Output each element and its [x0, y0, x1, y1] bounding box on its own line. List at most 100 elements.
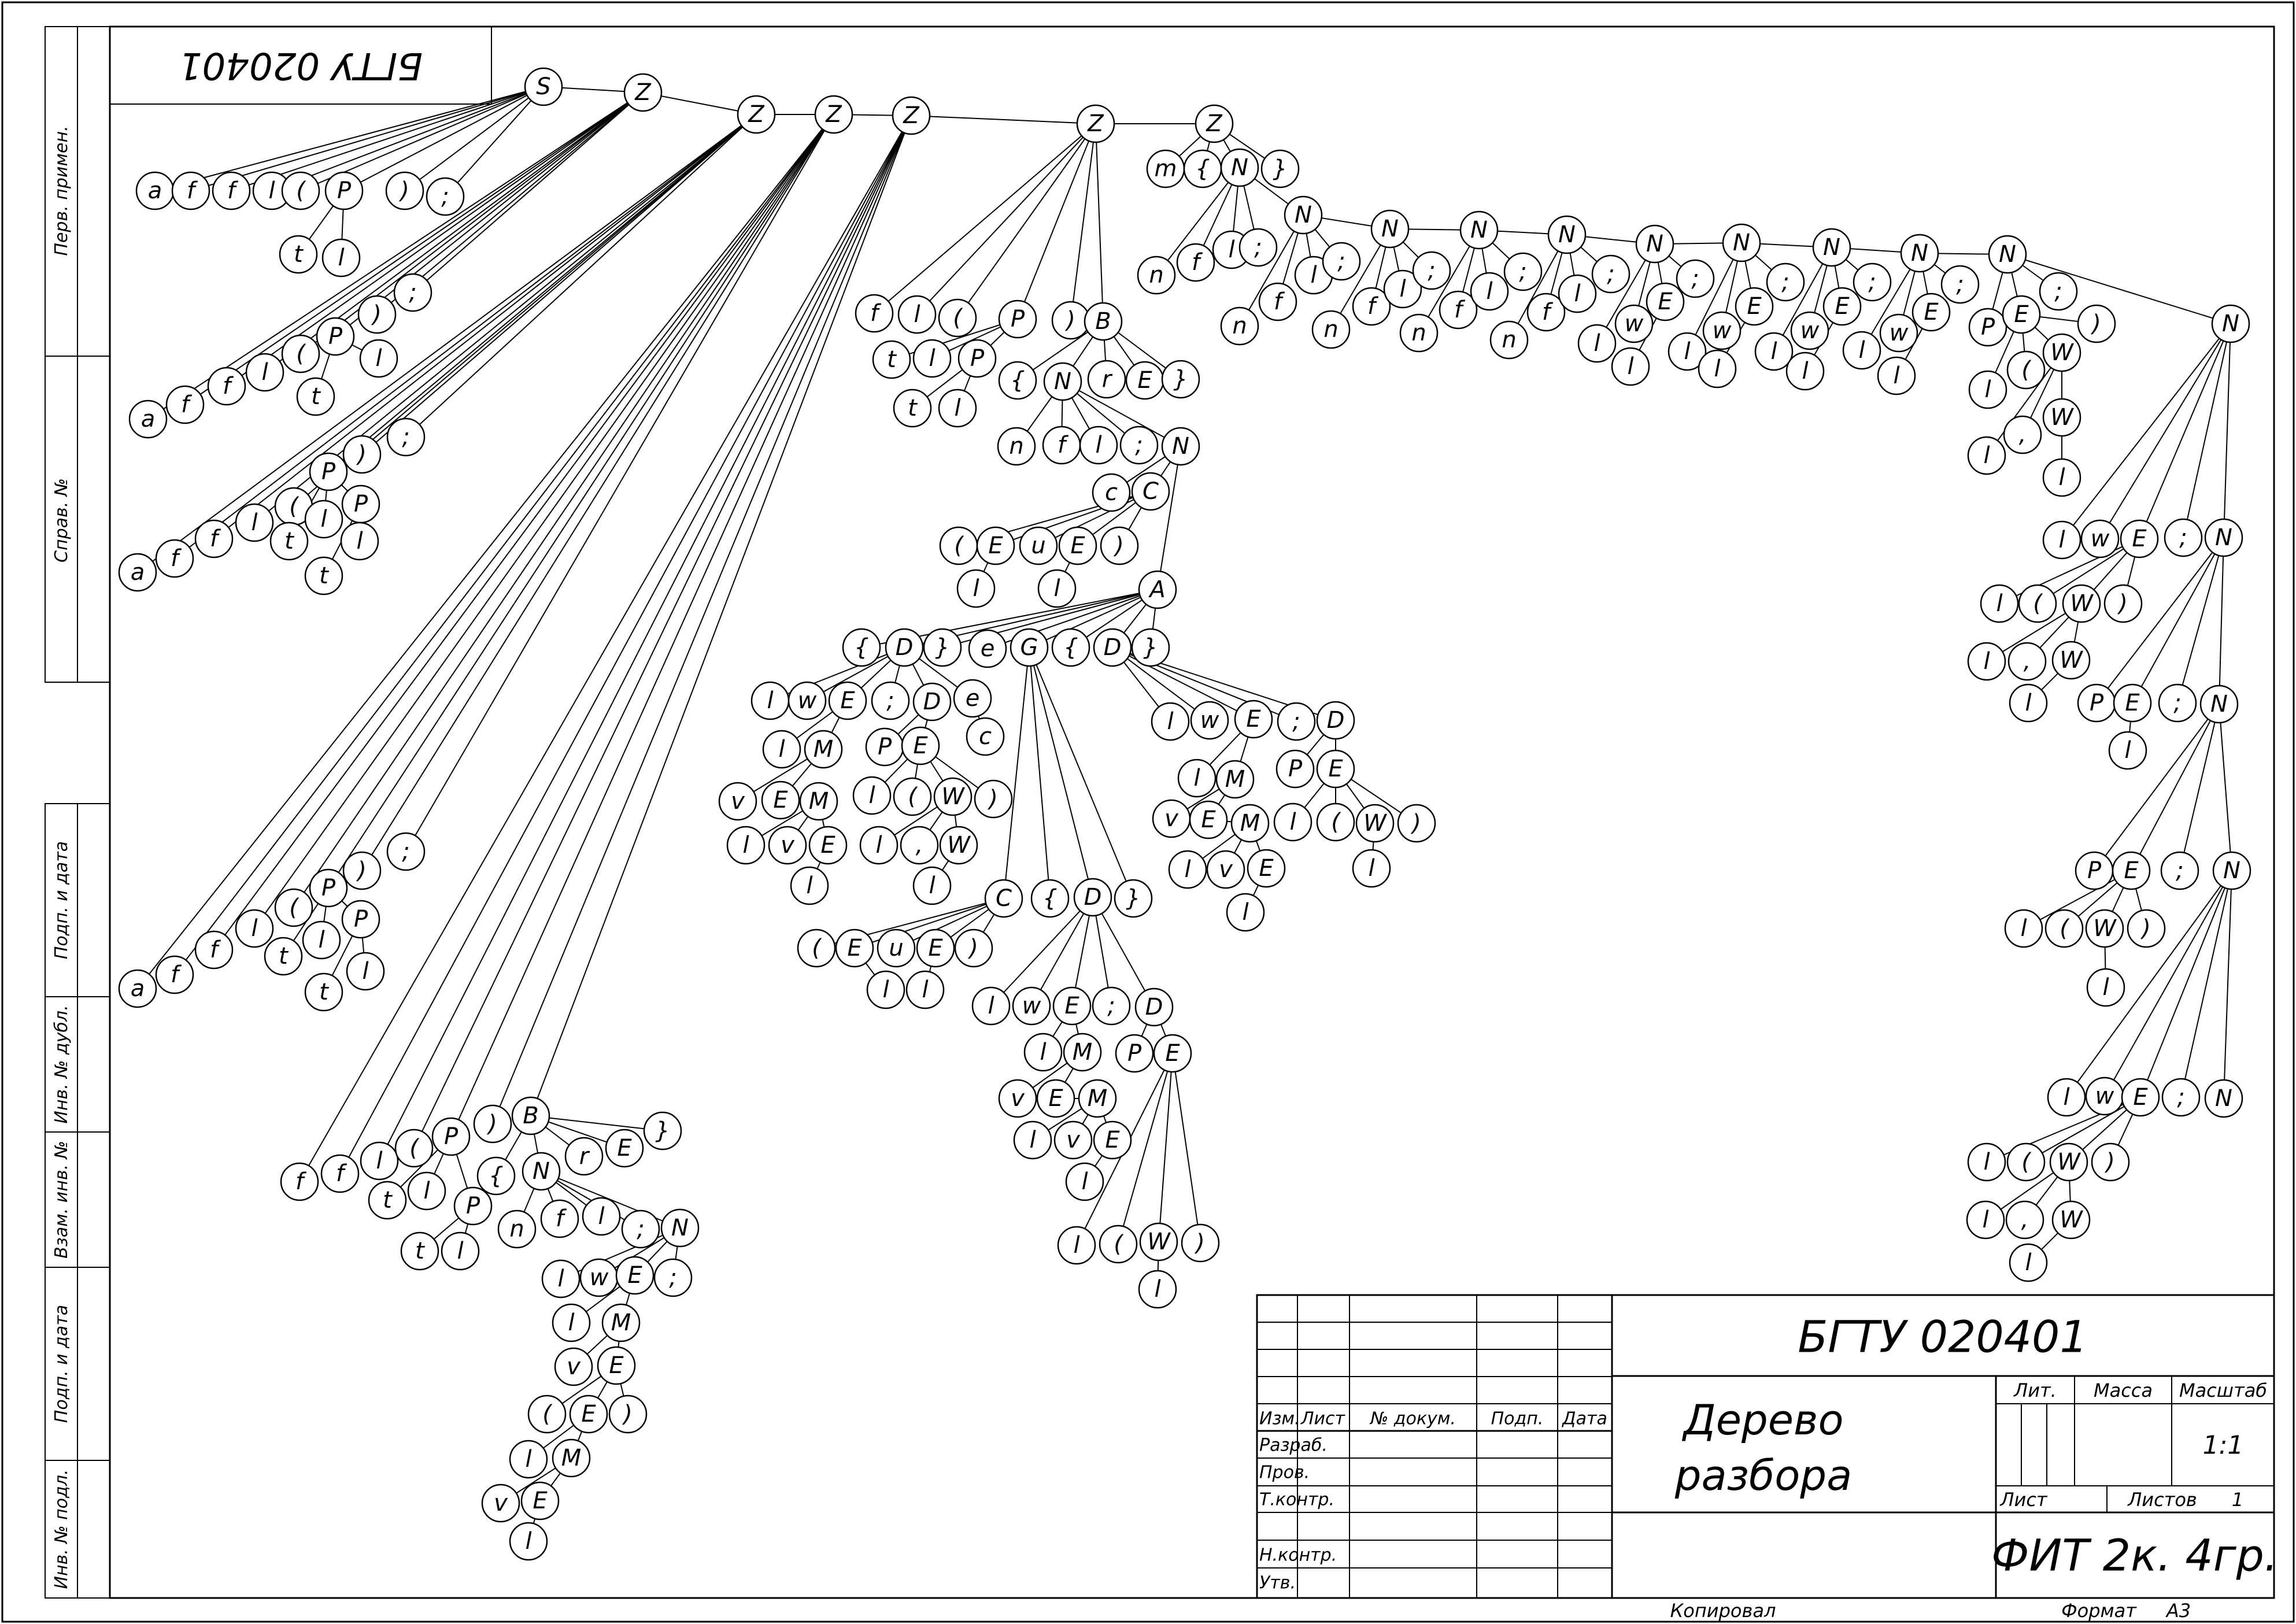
- tree-node-circle: [1099, 1225, 1138, 1264]
- tree-node-label: E: [820, 832, 835, 859]
- tree-node-label: E: [1658, 288, 1673, 315]
- tree-node: {: [1051, 628, 1090, 667]
- tree-node: ;: [393, 273, 432, 312]
- tree-node: ,: [900, 826, 939, 865]
- tree-node-label: l: [1802, 358, 1808, 384]
- tree-node-circle: [643, 1111, 682, 1151]
- col-massa: Масса: [2094, 1379, 2153, 1401]
- tree-node-circle: [357, 295, 397, 334]
- tree-node-label: w: [1022, 993, 1041, 1019]
- tree-node-circle: [1114, 879, 1153, 918]
- tree-edge: [174, 114, 834, 975]
- tree-edge: [254, 114, 757, 523]
- drawing-title-line1: Дерево: [1681, 1396, 1843, 1444]
- tree-node-circle: [360, 1141, 399, 1181]
- tree-node-label: l: [568, 1309, 574, 1336]
- tree-node-label: P: [466, 1193, 480, 1219]
- tree-edge: [1003, 647, 1030, 899]
- tree-node-circle: [768, 826, 807, 865]
- tree-node-label: l: [320, 506, 327, 532]
- tree-node-label: n: [1009, 433, 1023, 460]
- tree-node: Z: [737, 95, 776, 134]
- tree-node: l: [321, 238, 361, 278]
- tree-node-circle: [1273, 802, 1312, 842]
- tree-edge: [184, 92, 644, 405]
- tree-node-label: P: [444, 1123, 459, 1150]
- tree-node-circle: [2103, 584, 2143, 623]
- tree-node: Z: [1076, 104, 1115, 143]
- tree-node-label: l: [1983, 1149, 1990, 1175]
- tree-node-label: l: [875, 832, 882, 859]
- tree-node-label: l: [1486, 278, 1492, 305]
- row-prov: Пров.: [1259, 1463, 1310, 1483]
- tree-edge: [2219, 704, 2232, 871]
- tree-edge: [1172, 1053, 1201, 1244]
- tree-edge: [190, 86, 544, 191]
- tree-node-circle: [1316, 701, 1355, 740]
- tree-node: l: [1057, 1226, 1096, 1265]
- tree-node: D: [912, 682, 952, 722]
- tree-node: ;: [1591, 254, 1631, 294]
- tree-node-label: Z: [1206, 110, 1223, 137]
- tree-node: l: [1577, 324, 1617, 363]
- tree-node-circle: [476, 1156, 516, 1196]
- tree-node-circle: [1397, 804, 1436, 843]
- tree-node: ;: [1238, 228, 1278, 267]
- tree-node-label: ): [2140, 915, 2151, 942]
- tree-edge: [1095, 123, 1104, 322]
- tree-node-label: l: [1242, 899, 1248, 926]
- tree-node: W: [2051, 1200, 2091, 1240]
- tree-node: f: [171, 171, 210, 210]
- tree-node: f: [540, 1199, 579, 1238]
- tree-node-label: E: [2133, 1084, 2148, 1111]
- tree-node-circle: [2062, 584, 2101, 623]
- tree-node: (: [281, 171, 320, 210]
- tree-node-label: ): [987, 786, 998, 812]
- tree-node-label: P: [1288, 756, 1303, 782]
- tree-node-circle: [1912, 293, 1951, 332]
- tree-node: W: [2042, 398, 2081, 437]
- tree-node-circle: [1063, 1033, 1102, 1072]
- tree-node-label: M: [1088, 1085, 1108, 1112]
- tree-node-circle: [1057, 1226, 1096, 1265]
- tree-node-circle: [527, 1394, 567, 1434]
- tree-node-circle: [541, 1259, 581, 1299]
- tree-node: f: [165, 385, 205, 424]
- tree-node-circle: [274, 888, 313, 927]
- tree-node-circle: [1052, 986, 1092, 1026]
- tree-node-label: e: [981, 635, 995, 662]
- tree-node-circle: [828, 681, 867, 720]
- tree-node-label: l: [423, 1178, 430, 1204]
- tree-node: ;: [1853, 262, 1892, 302]
- tree-node: ;: [1940, 265, 1980, 304]
- tree-node-circle: [954, 928, 993, 968]
- tree-node: P: [1968, 308, 2007, 347]
- tree-node-circle: [2112, 851, 2151, 890]
- tree-node-circle: [998, 361, 1037, 400]
- tree-node-label: {: [1195, 156, 1210, 182]
- tree-edge: [361, 114, 757, 455]
- tree-node: m: [1146, 149, 1185, 188]
- tree-node-circle: [726, 826, 766, 865]
- tree-node: ,: [2005, 1200, 2044, 1240]
- tree-node: P: [957, 339, 997, 378]
- tree-node-circle: [359, 339, 398, 378]
- tree-node-label: P: [354, 491, 368, 517]
- tree-node: l: [859, 826, 899, 865]
- tree-node-circle: [842, 628, 881, 667]
- tree-node-circle: [118, 969, 157, 1008]
- tree-node-label: w: [1800, 317, 1820, 344]
- tree-node: ;: [871, 681, 910, 720]
- tree-edge: [213, 114, 834, 950]
- tree-node-label: ): [2117, 590, 2128, 617]
- tree-node-label: w: [1625, 310, 1644, 337]
- tree-node-label: v: [731, 788, 745, 815]
- tree-node: t: [872, 340, 911, 379]
- tree-node: f: [855, 294, 894, 333]
- tree-node-label: E: [928, 935, 943, 961]
- tree-node: f: [194, 930, 234, 970]
- tree-node-circle: [1383, 269, 1422, 309]
- tree-node: l: [360, 1141, 399, 1181]
- tree-node-circle: [497, 1209, 537, 1249]
- tree-node-circle: [912, 682, 952, 722]
